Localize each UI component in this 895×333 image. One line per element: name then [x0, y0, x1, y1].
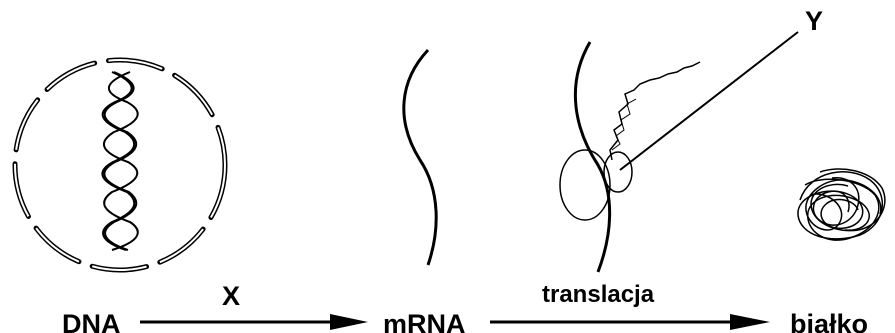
translation-arrow: [490, 314, 770, 330]
ribosome-large-subunit: [559, 149, 611, 221]
pointer-label-y: Y: [805, 6, 823, 36]
ribosome-small-subunit: [603, 151, 633, 193]
dna-double-helix: [101, 71, 139, 251]
translation-label: translacja: [542, 281, 655, 308]
mrna-strand: [402, 48, 438, 266]
transcription-label-x: X: [222, 281, 240, 311]
stage-label-dna: DNA: [62, 309, 121, 333]
polypeptide-chain: [609, 61, 701, 161]
mrna-strand-translation: [573, 41, 612, 273]
stage-label-mrna: mRNA: [383, 309, 466, 333]
folded-protein: [797, 168, 886, 241]
stage-label-protein: białko: [790, 309, 868, 333]
ribosome-complex: [559, 41, 701, 273]
pointer-line-y: [619, 31, 799, 171]
transcription-arrow: [140, 314, 368, 330]
nucleus-envelope: [12, 57, 228, 273]
polypeptide-chain-detail: [611, 98, 637, 151]
nucleus-envelope-inner: [14, 59, 226, 271]
